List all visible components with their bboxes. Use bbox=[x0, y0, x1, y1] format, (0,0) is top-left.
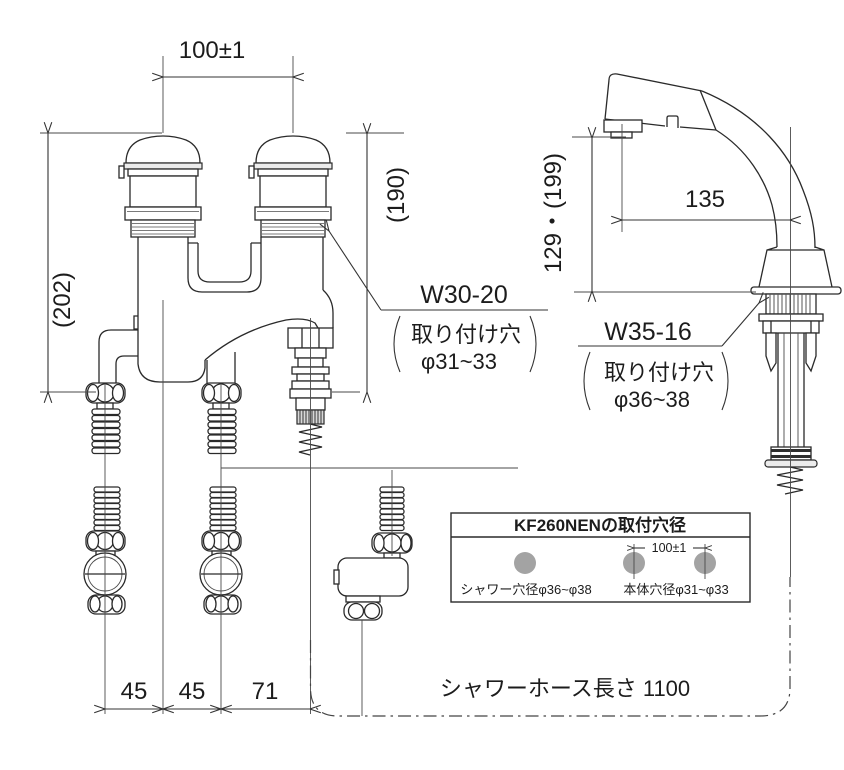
shower-hose-path bbox=[309, 577, 791, 717]
hose-ribs bbox=[93, 486, 121, 532]
label-shower-thread-note2: φ36~38 bbox=[614, 387, 690, 412]
dim-spout-reach: 135 bbox=[685, 186, 725, 213]
mounting-hole-info-box bbox=[450, 512, 751, 603]
hose-ribs bbox=[91, 408, 121, 455]
elbow-fitting bbox=[333, 486, 413, 621]
shower-hole bbox=[514, 552, 536, 574]
head-seam bbox=[699, 89, 717, 131]
dim-left-height: (202) bbox=[49, 272, 76, 328]
spray-nozzle bbox=[603, 119, 643, 133]
info-box-dim: 100±1 bbox=[652, 541, 687, 555]
shaft-thread bbox=[765, 293, 817, 315]
spray-button bbox=[666, 115, 679, 128]
handle-right-dome bbox=[255, 135, 331, 164]
spray-head-view bbox=[603, 73, 842, 577]
handle-left-dome bbox=[125, 135, 201, 164]
base-cone bbox=[758, 246, 833, 288]
mounting-shaft bbox=[758, 127, 824, 577]
label-shower-thread: W35-16 bbox=[604, 318, 692, 346]
leader-w30 bbox=[329, 231, 382, 311]
faucet-body bbox=[98, 237, 334, 383]
base-plate bbox=[750, 286, 842, 295]
centerlines bbox=[104, 300, 518, 716]
mounting-clip bbox=[765, 332, 777, 373]
hose-ribs bbox=[209, 486, 237, 532]
handle-left-thread bbox=[130, 219, 196, 238]
shaft-nut bbox=[770, 446, 812, 461]
hose-coil bbox=[776, 466, 804, 495]
info-box-left-label: シャワー穴径φ36~φ38 bbox=[460, 582, 591, 597]
dimensions bbox=[40, 56, 790, 709]
mounting-clip bbox=[805, 332, 817, 373]
dim-bottom-2: 45 bbox=[179, 678, 206, 705]
dim-bottom-3: 71 bbox=[252, 678, 279, 705]
faucet-body-view bbox=[83, 135, 518, 716]
check-valve-right bbox=[199, 530, 243, 615]
hose-length-note: シャワーホース長さ 1100 bbox=[440, 676, 690, 701]
label-body-thread-note1: 取り付け穴 bbox=[411, 322, 521, 347]
text-layer: 100±1 (202) (190) 129・(199) 135 45 45 71… bbox=[49, 37, 729, 705]
supply-hose-right bbox=[199, 382, 243, 615]
label-body-thread-note2: φ31~33 bbox=[421, 349, 497, 374]
dim-bottom-1: 45 bbox=[121, 678, 148, 705]
label-shower-thread-note1: 取り付け穴 bbox=[604, 360, 714, 385]
dim-right-height: (190) bbox=[383, 167, 410, 223]
washer bbox=[764, 459, 818, 468]
dim-top-width: 100±1 bbox=[179, 37, 246, 64]
spray-head bbox=[603, 73, 717, 139]
info-box-right-label: 本体穴径φ31~φ33 bbox=[623, 582, 728, 597]
info-box-title: KF260NENの取付穴径 bbox=[514, 515, 686, 535]
label-body-thread: W30-20 bbox=[420, 281, 508, 309]
handle-right bbox=[248, 135, 333, 238]
leader-w35 bbox=[721, 303, 759, 347]
hose-ribs bbox=[207, 408, 237, 455]
handle-left bbox=[118, 135, 203, 238]
dim-spout-height: 129・(199) bbox=[540, 153, 567, 273]
